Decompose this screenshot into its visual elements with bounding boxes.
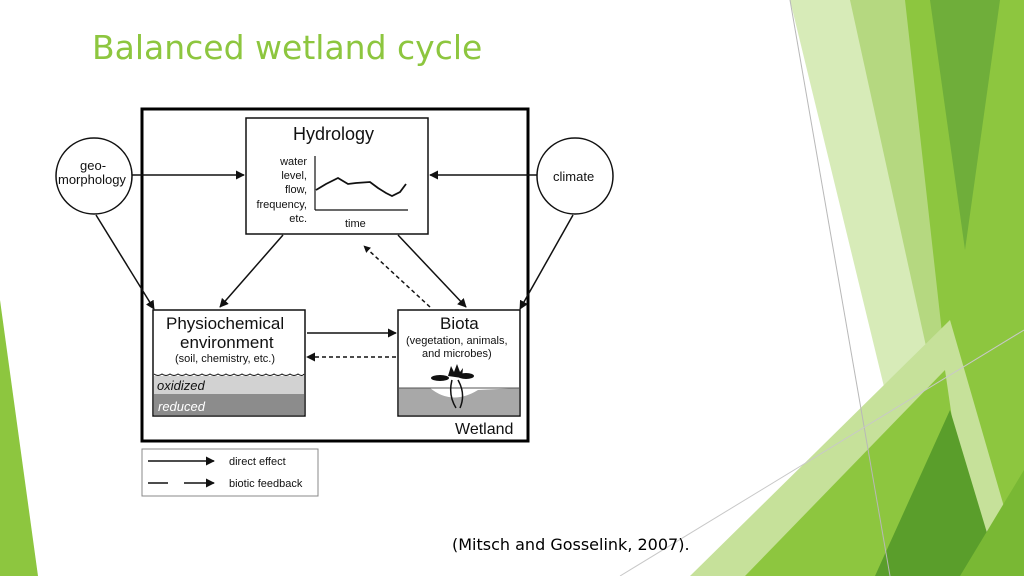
reduced-label: reduced [158,399,206,414]
biota-sediment-basin [399,388,519,415]
wetland-boundary-box [140,107,530,443]
hydrology-title: Hydrology [293,124,374,144]
feedback-biota-to-hydrology [363,245,431,308]
oxidized-layer [154,376,304,394]
right-facet-mid [905,0,1024,576]
hydrology-ylabel-line1: water [279,156,307,168]
legend: direct effect biotic feedback [141,448,319,497]
legend-biotic-feedback-label: biotic feedback [229,478,303,490]
geomorphology-circle [55,137,133,215]
reduced-layer [154,394,304,415]
legend-box [141,448,319,497]
water-lily-plant-icon [431,364,474,409]
deco-thin-line-2 [619,329,1024,576]
citation: (Mitsch and Gosselink, 2007). [452,535,690,554]
biota-subtitle-line1: (vegetation, animals, [406,335,508,347]
direct-effect-arrows [95,170,574,338]
hydrology-water-level-curve [315,176,407,198]
arrow-hydrology-to-biota [397,234,467,308]
hydrology-node: Hydrology water level, flow, frequency, … [245,117,429,235]
arrow-hydrology-to-physiochemical [219,234,284,308]
deco-thin-line-1 [789,0,891,576]
climate-circle [536,137,614,215]
right-facet-dark [930,0,1000,250]
climate-node: climate [536,137,614,215]
slide-title: Balanced wetland cycle [92,28,483,67]
geomorphology-label-line2: morphology [58,172,126,187]
hydrology-ylabel-line4: frequency, [256,199,307,211]
arrow-geomorphology-to-physiochemical [95,214,155,310]
biota-title: Biota [440,314,479,333]
biota-subtitle-line2: and microbes) [422,348,492,360]
oxidized-label: oxidized [157,378,205,393]
physiochemical-subtitle: (soil, chemistry, etc.) [175,353,275,365]
arrow-climate-to-biota [519,214,574,310]
hydrology-ylabel-line2: level, [281,170,307,182]
biotic-feedback-arrows [306,245,431,362]
physiochemical-title-line2: environment [180,333,274,352]
bottom-facet-dark [875,410,1000,576]
physiochemical-node: Physiochemical environment (soil, chemis… [152,309,306,417]
legend-direct-effect-label: direct effect [229,456,286,468]
geomorphology-node: geo- morphology [55,137,133,215]
hydrology-ylabel-line5: etc. [289,213,307,225]
wetland-label: Wetland [455,421,513,438]
hydrology-box [245,117,429,235]
hydrology-ylabel-line3: flow, [285,184,307,196]
physiochemical-title-line1: Physiochemical [166,314,284,333]
left-green-sliver [0,300,38,576]
bottom-right-green [960,470,1024,576]
water-surface-wave [153,373,305,376]
biota-node: Biota (vegetation, animals, and microbes… [397,309,521,417]
hydrology-xlabel: time [345,218,366,230]
climate-label: climate [553,169,594,184]
geomorphology-label-line1: geo- [80,158,106,173]
